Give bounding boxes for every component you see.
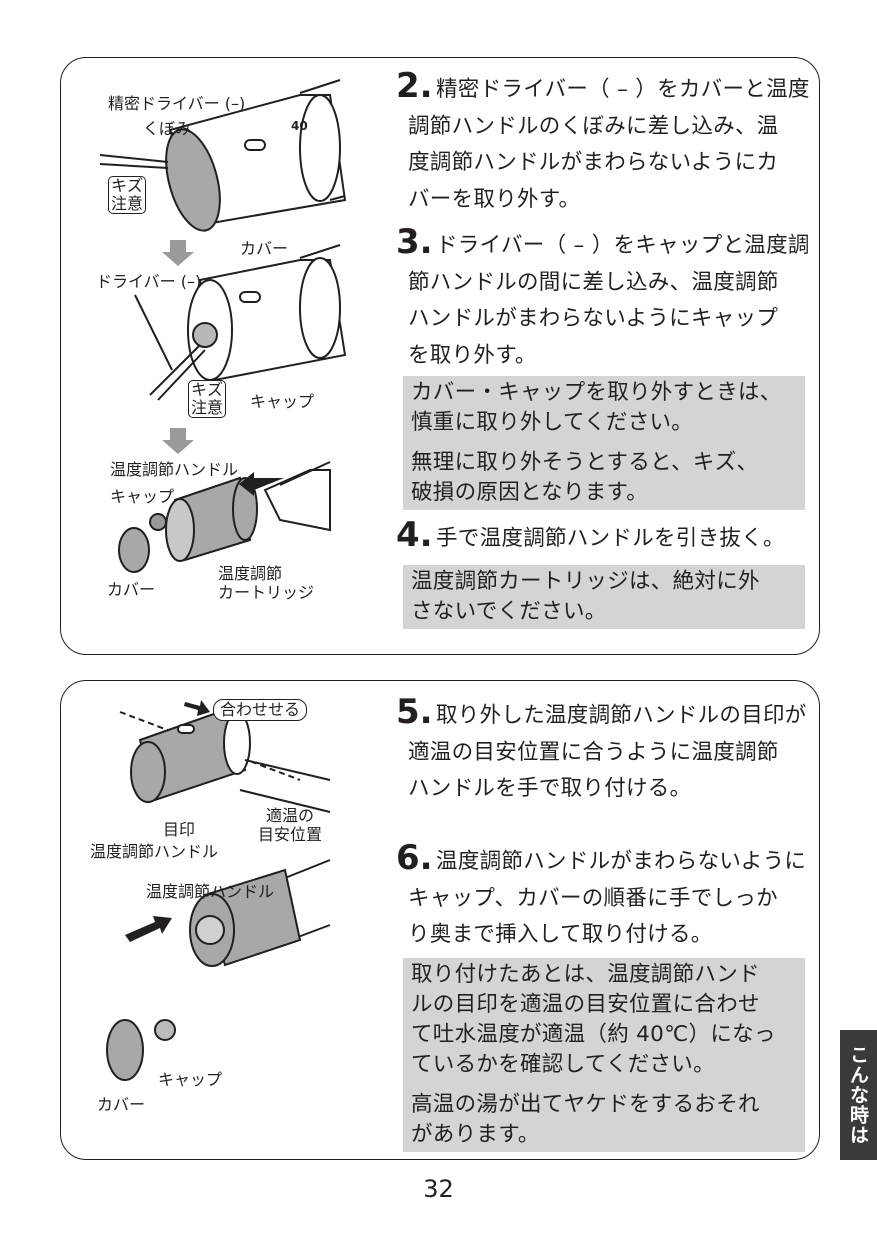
note-text: さないでください。 (411, 599, 607, 624)
step-6: 6. 温度調節ハンドルがまわらないように キャップ、カバーの順番に手でしっか り… (396, 838, 816, 954)
step-text: ハンドルがまわらないようにキャップ (408, 306, 779, 332)
step-number: 4. (396, 515, 433, 555)
note-text: ルの目印を適温の目安位置に合わせ (411, 992, 760, 1017)
label-cap-2: キャップ (110, 487, 175, 506)
step-text: 取り外した温度調節ハンドルの目印が (436, 703, 807, 728)
label-precision-driver: 精密ドライバー (–) (108, 94, 246, 113)
insert-arrow-1 (239, 472, 284, 496)
mark-40: 40 (291, 119, 308, 133)
caution-text: 注意 (191, 398, 224, 417)
label-handle-fig2: 温度調節ハンドル (90, 842, 219, 861)
note-text: 破損の原因となります。 (411, 480, 649, 505)
fig2-bottom-parts (106, 859, 331, 1081)
fig1-mid-cylinder (134, 244, 347, 401)
label-cartridge: 温度調節カートリッジ (218, 564, 314, 602)
note-text: 取り付けたあとは、温度調節ハンド (411, 962, 760, 987)
step-text: キャップ、カバーの順番に手でしっか (408, 885, 778, 911)
page-number: 32 (423, 1175, 454, 1203)
caution-badge-1: キズ注意 (108, 176, 147, 214)
label-text: 目安位置 (258, 825, 323, 844)
caution-text: キズ (191, 380, 224, 399)
step-2: 2. 精密ドライバー（ – ）をカバーと温度 調節ハンドルのくぼみに差し込み、温… (396, 66, 816, 218)
label-recess: くぼみ (143, 119, 192, 138)
step-number: 5. (396, 692, 433, 732)
fig2-top-cylinder (119, 708, 331, 813)
step-4: 4. 手で温度調節ハンドルを引き抜く。 (396, 515, 816, 558)
label-cover-fig2: カバー (97, 1095, 146, 1114)
steps-2-4-panel (60, 57, 820, 655)
down-arrow-2 (162, 428, 194, 454)
note-text: 温度調節カートリッジは、絶対に外 (411, 569, 760, 594)
step-number: 6. (396, 838, 433, 878)
label-cap: キャップ (250, 392, 315, 411)
caution-note-step6: 取り付けたあとは、温度調節ハンドルの目印を適温の目安位置に合わせて吐水温度が適温… (403, 958, 805, 1152)
section-tab[interactable]: こんな時は (840, 1030, 877, 1160)
steps-5-6-panel (60, 680, 820, 1160)
label-cover: カバー (240, 239, 289, 258)
note-text: 慎重に取り外してください。 (411, 410, 694, 435)
step-5: 5. 取り外した温度調節ハンドルの目印が 適温の目安位置に合うように温度調節 ハ… (396, 692, 816, 808)
label-text: 適温の (266, 806, 315, 825)
step-text: 精密ドライバー（ – ）をカバーと温度 (436, 77, 810, 102)
note-text: 高温の湯が出てヤケドをするおそれ (411, 1092, 760, 1117)
label-cap-fig2: キャップ (158, 1070, 223, 1089)
step-text: ドライバー（ – ）をキャップと温度調 (436, 233, 810, 258)
note-text: て吐水温度が適温（約 40℃）になっ (411, 1022, 776, 1047)
label-cover-2: カバー (107, 580, 156, 599)
label-target-position: 適温の目安位置 (258, 806, 322, 844)
note-text: ているかを確認してください。 (411, 1052, 715, 1077)
label-text: 温度調節 (218, 564, 283, 583)
step-text: 温度調節ハンドルがまわらないように (436, 849, 807, 874)
step-text: 調節ハンドルのくぼみに差し込み、温 (408, 113, 779, 139)
step-text: を取り外す。 (408, 342, 537, 368)
align-arrow (184, 700, 210, 716)
step-text: 節ハンドルの間に差し込み、温度調節 (408, 269, 779, 295)
caution-badge-2: キズ注意 (188, 380, 227, 418)
fig1-bottom-parts (118, 461, 331, 573)
step-number: 3. (396, 222, 433, 262)
step-text: 手で温度調節ハンドルを引き抜く。 (436, 526, 785, 551)
label-handle: 温度調節ハンドル (110, 460, 239, 479)
caution-text: 注意 (111, 194, 144, 213)
label-text: カートリッジ (218, 583, 315, 602)
step-text: バーを取り外す。 (408, 186, 581, 212)
down-arrow-1 (162, 240, 194, 266)
note-text: があります。 (411, 1122, 540, 1147)
caution-note-step4: 温度調節カートリッジは、絶対に外さないでください。 (403, 565, 805, 629)
step-text: 適温の目安位置に合うように温度調節 (408, 739, 779, 765)
caution-note-step3: カバー・キャップを取り外すときは、慎重に取り外してください。 無理に取り外そうと… (403, 376, 805, 510)
insert-arrow-2 (125, 916, 172, 942)
step-3: 3. ドライバー（ – ）をキャップと温度調 節ハンドルの間に差し込み、温度調節… (396, 222, 816, 374)
step-text: 度調節ハンドルがまわらないようにカ (408, 150, 779, 176)
label-mark: 目印 (163, 820, 196, 839)
step-text: り奥まで挿入して取り付ける。 (408, 922, 713, 948)
label-driver: ドライバー (–) (96, 272, 202, 291)
note-text: 無理に取り外そうとすると、キズ、 (411, 450, 759, 475)
label-align: 合わせせる (213, 699, 308, 721)
fig1-top-cylinder (99, 79, 347, 232)
caution-text: キズ (111, 176, 144, 195)
step-text: ハンドルを手で取り付ける。 (408, 776, 692, 802)
label-handle-fig2b: 温度調節ハンドル (146, 882, 275, 901)
step-number: 2. (396, 66, 433, 106)
note-text: カバー・キャップを取り外すときは、 (411, 380, 782, 405)
